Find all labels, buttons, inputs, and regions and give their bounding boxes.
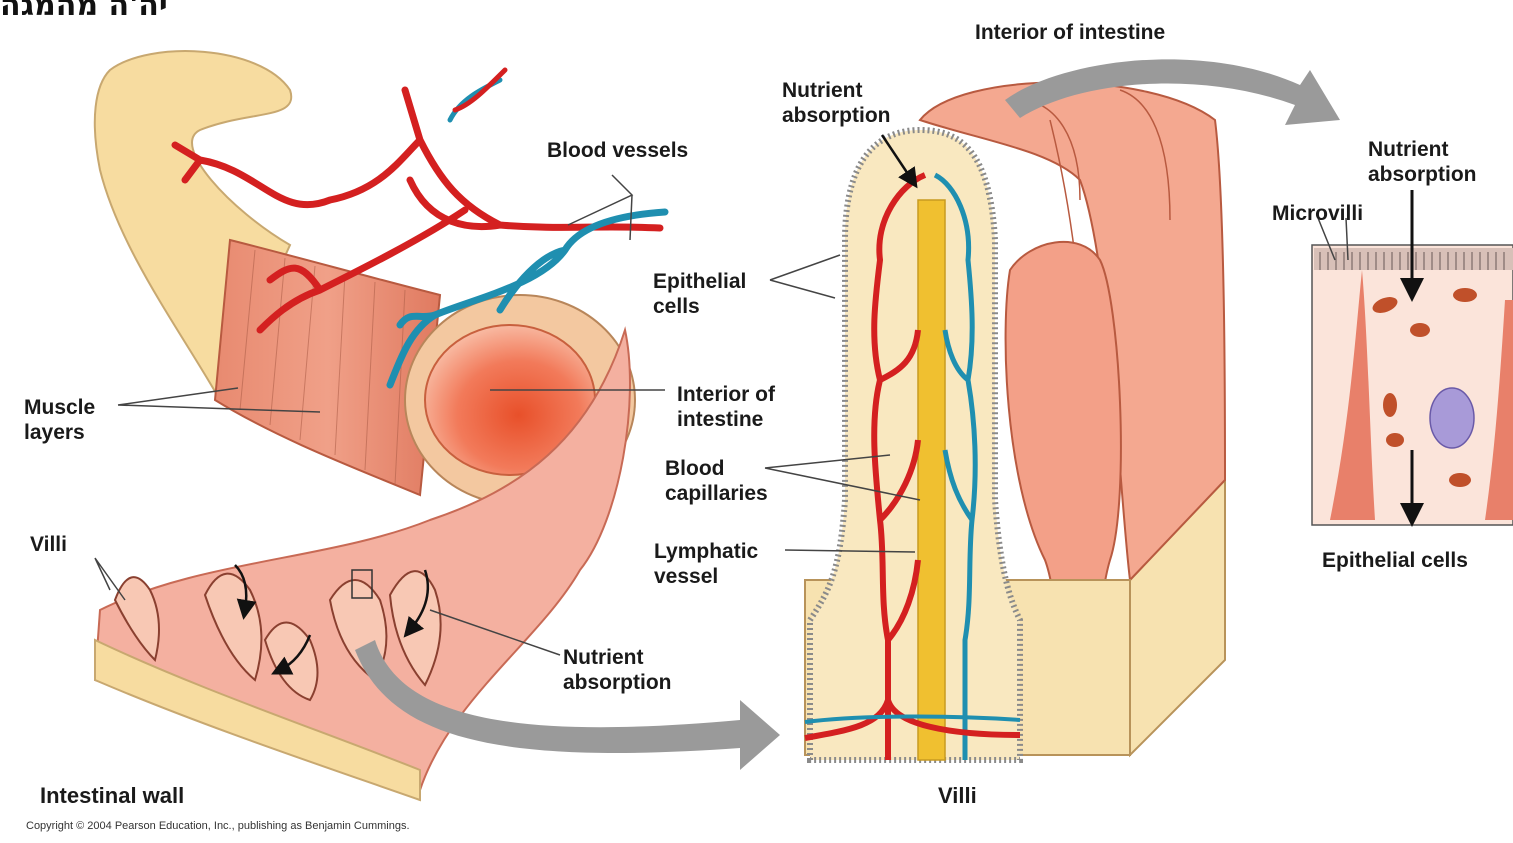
caption-intestinal-wall: Intestinal wall [40, 783, 184, 808]
label-blood-capillaries: Blood capillaries [665, 456, 768, 506]
intestinal-wall-illustration [95, 51, 635, 800]
label-villi-wall: Villi [30, 532, 67, 557]
copyright-notice: Copyright © 2004 Pearson Education, Inc.… [26, 820, 410, 832]
mitochondrion [1386, 433, 1404, 447]
caption-villi: Villi [938, 783, 977, 808]
villus-illustration [805, 83, 1225, 761]
label-muscle-layers: Muscle layers [24, 395, 95, 445]
label-epithelial-cells-villus: Epithelial cells [653, 269, 746, 319]
label-nutrient-absorption-cell: Nutrient absorption [1368, 137, 1477, 187]
mitochondrion [1449, 473, 1471, 487]
label-nutrient-absorption-wall: Nutrient absorption [563, 645, 672, 695]
label-interior-of-intestine-top: Interior of intestine [975, 20, 1165, 45]
mitochondrion [1383, 393, 1397, 417]
lymphatic-vessel [918, 200, 945, 760]
cell-nucleus [1430, 388, 1474, 448]
muscle-layers-band [215, 240, 440, 495]
label-blood-vessels: Blood vessels [547, 138, 688, 163]
mitochondrion [1453, 288, 1477, 302]
epithelial-cell-panel [1312, 190, 1513, 525]
label-interior-of-intestine-wall: Interior of intestine [677, 382, 775, 432]
label-epithelial-cells-panel: Epithelial cells [1322, 548, 1468, 573]
label-nutrient-absorption-villus: Nutrient absorption [782, 78, 891, 128]
mitochondrion [1410, 323, 1430, 337]
label-lymphatic-vessel: Lymphatic vessel [654, 539, 758, 589]
label-microvilli: Microvilli [1272, 201, 1363, 226]
